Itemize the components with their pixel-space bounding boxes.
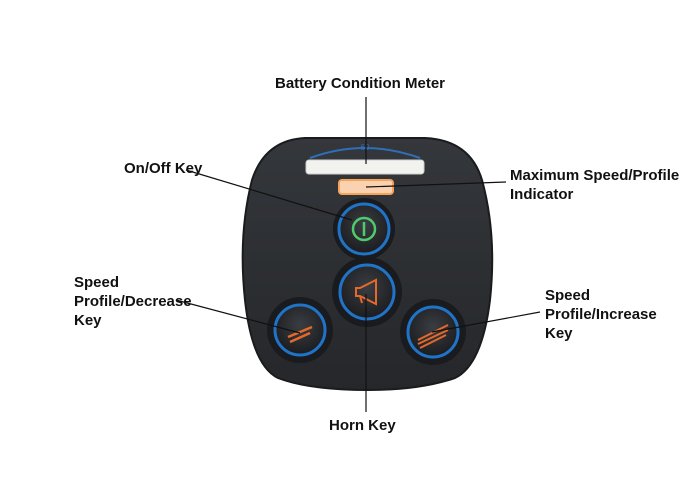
speed-profile-decrease-key[interactable] — [267, 297, 333, 363]
label-max-speed-indicator: Maximum Speed/Profile Indicator — [510, 167, 680, 203]
horn-key[interactable] — [332, 257, 402, 327]
leader-line-increase — [431, 311, 541, 333]
label-onoff-key: On/Off Key — [124, 160, 203, 177]
label-battery-condition-meter: Battery Condition Meter — [275, 75, 446, 92]
svg-text:60: 60 — [361, 143, 370, 152]
horn-icon — [355, 278, 377, 306]
battery-condition-meter: 60 — [305, 143, 425, 175]
speed-decrease-icon — [287, 325, 313, 344]
leader-line-onoff — [185, 169, 353, 221]
leader-line-decrease — [175, 299, 301, 334]
onoff-key[interactable] — [333, 198, 395, 260]
leader-line-max-speed — [365, 181, 507, 188]
speed-increase-icon — [417, 324, 449, 349]
power-icon — [351, 216, 377, 242]
label-speed-increase-key: Speed Profile/Increase Key — [545, 287, 657, 342]
label-horn-key: Horn Key — [329, 417, 396, 434]
label-speed-decrease-key: Speed Profile/Decrease Key — [74, 274, 192, 329]
